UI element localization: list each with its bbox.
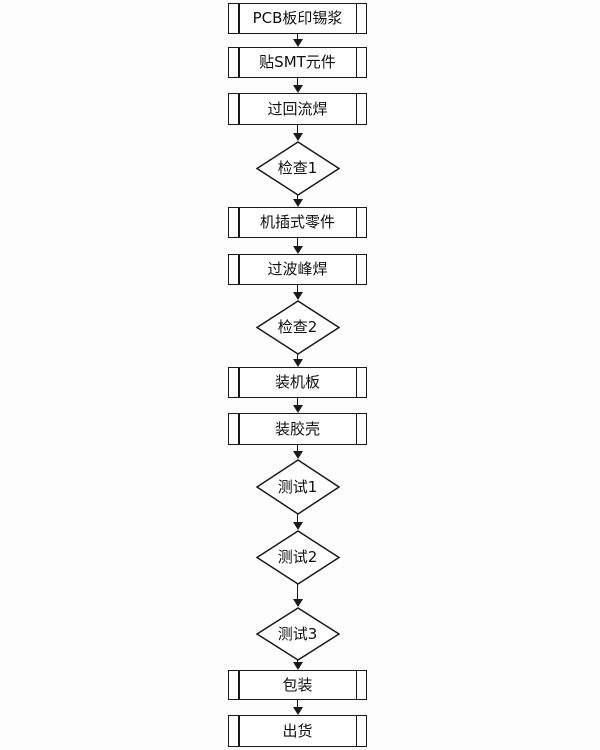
flow-node-place-smt-parts: 贴SMT元件	[228, 47, 367, 78]
node-label: 测试2	[277, 548, 318, 566]
flow-arrow-test-1-to-test-2	[292, 514, 304, 530]
flow-node-shipping: 出货	[228, 715, 367, 747]
flow-arrow-pcb-solder-paste-to-place-smt-parts	[292, 33, 304, 47]
flow-arrow-wave-soldering-to-check-2	[292, 284, 304, 300]
node-label: 测试3	[277, 624, 318, 643]
arrow-head-down	[292, 451, 303, 459]
process-right-bar	[355, 414, 357, 444]
node-label: 贴SMT元件	[259, 53, 336, 71]
flow-arrow-mount-shell-to-test-1	[292, 444, 304, 459]
flow-node-packing: 包装	[228, 670, 367, 700]
node-label: 过波峰焊	[267, 260, 328, 278]
node-label: 装机板	[274, 373, 320, 391]
arrow-head-down	[292, 199, 303, 207]
process-left-bar	[238, 208, 240, 237]
arrow-head-down	[292, 292, 303, 300]
flow-arrow-place-smt-parts-to-reflow-soldering	[292, 77, 304, 93]
process-right-bar	[355, 4, 357, 33]
process-left-bar	[238, 4, 240, 33]
flow-node-wave-soldering: 过波峰焊	[228, 254, 367, 285]
arrow-head-down	[292, 599, 303, 607]
node-label: 出货	[282, 721, 313, 740]
flow-node-insert-parts: 机插式零件	[228, 207, 367, 238]
process-left-bar	[238, 255, 240, 284]
arrow-head-down	[292, 405, 303, 413]
arrow-shaft	[296, 284, 299, 294]
node-label: 测试1	[277, 477, 318, 496]
arrow-head-down	[292, 359, 303, 367]
process-right-bar	[355, 94, 357, 124]
node-label: 检查1	[277, 159, 318, 177]
arrow-shaft	[296, 514, 299, 524]
flow-node-test-2: 测试2	[255, 530, 340, 585]
flow-node-mount-shell: 装胶壳	[228, 413, 367, 445]
flow-arrow-packing-to-shipping	[292, 699, 304, 715]
arrow-head-down	[292, 246, 303, 254]
process-left-bar	[238, 716, 240, 746]
node-label: 机插式零件	[259, 213, 335, 231]
flow-arrow-test-3-to-packing	[292, 660, 304, 670]
flow-node-test-3: 测试3	[255, 607, 340, 661]
flow-node-reflow-soldering: 过回流焊	[228, 93, 367, 125]
arrow-shaft	[296, 354, 299, 361]
process-right-bar	[355, 208, 357, 237]
arrow-shaft	[296, 124, 299, 135]
flow-arrow-reflow-soldering-to-check-1	[292, 124, 304, 141]
flow-node-pcb-solder-paste: PCB板印锡浆	[228, 3, 367, 34]
flow-arrow-mount-board-to-mount-shell	[292, 397, 304, 413]
process-right-bar	[355, 671, 357, 699]
flow-arrow-test-2-to-test-3	[292, 584, 304, 607]
process-right-bar	[355, 48, 357, 77]
flow-node-mount-board: 装机板	[228, 367, 367, 398]
process-left-bar	[238, 48, 240, 77]
arrow-shaft	[296, 444, 299, 453]
arrow-shaft	[296, 195, 299, 201]
process-right-bar	[355, 716, 357, 746]
process-right-bar	[355, 255, 357, 284]
flow-arrow-check-1-to-insert-parts	[292, 195, 304, 207]
arrow-shaft	[296, 77, 299, 87]
arrow-shaft	[296, 397, 299, 407]
node-label: 包装	[282, 675, 313, 694]
node-label: 装胶壳	[274, 419, 320, 438]
arrow-head-down	[292, 39, 303, 47]
flow-node-test-1: 测试1	[255, 459, 340, 515]
process-right-bar	[355, 368, 357, 397]
flow-arrow-check-2-to-mount-board	[292, 354, 304, 367]
node-label: 过回流焊	[267, 99, 328, 118]
arrow-head-down	[292, 133, 303, 141]
node-label: 检查2	[277, 318, 318, 336]
node-label: PCB板印锡浆	[252, 9, 343, 27]
arrow-shaft	[296, 33, 299, 41]
arrow-head-down	[292, 662, 303, 670]
arrow-shaft	[296, 699, 299, 709]
arrow-head-down	[292, 522, 303, 530]
arrow-head-down	[292, 707, 303, 715]
process-left-bar	[238, 414, 240, 444]
arrow-shaft	[296, 237, 299, 248]
arrow-shaft	[296, 584, 299, 601]
flow-arrow-insert-parts-to-wave-soldering	[292, 237, 304, 254]
process-left-bar	[238, 368, 240, 397]
process-left-bar	[238, 671, 240, 699]
flow-node-check-2: 检查2	[255, 300, 340, 355]
process-left-bar	[238, 94, 240, 124]
flow-node-check-1: 检查1	[255, 141, 340, 196]
arrow-head-down	[292, 85, 303, 93]
